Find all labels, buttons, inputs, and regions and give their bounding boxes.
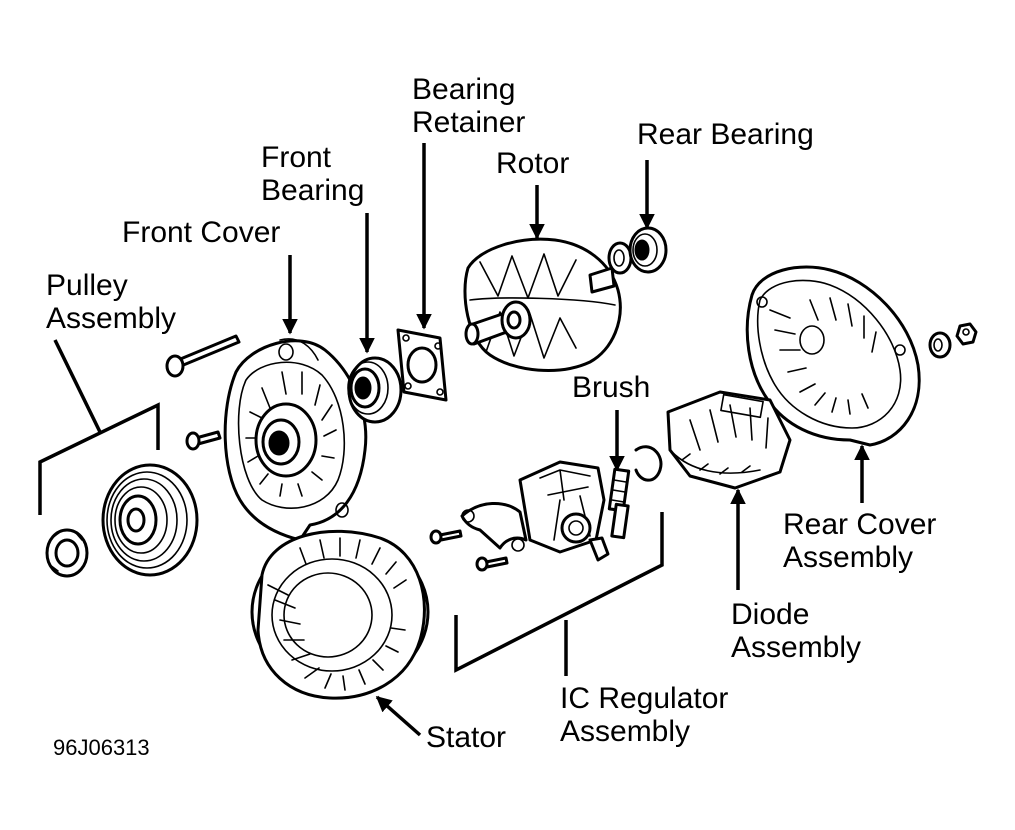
- ic-regulator-screws: [429, 529, 509, 572]
- rear-bearing: [607, 226, 668, 275]
- ic-regulator-bracket: [454, 512, 664, 673]
- ic-regulator-assembly-label: IC Regulator Assembly: [560, 682, 729, 748]
- rear-cover-nut: [928, 322, 978, 359]
- pulley-nut: [45, 528, 89, 578]
- front-bearing: [347, 356, 403, 424]
- leader-lines: [38, 143, 870, 737]
- front-cover-screw: [185, 430, 222, 451]
- stator: [250, 529, 430, 700]
- pulley-assembly-bracket: [38, 402, 160, 515]
- rotor: [463, 237, 622, 372]
- rotor-label: Rotor: [496, 147, 570, 180]
- front-bearing-label: Front Bearing: [261, 141, 365, 207]
- front-cover-label: Front Cover: [122, 216, 281, 249]
- pulley: [101, 463, 199, 577]
- diode-assembly-label: Diode Assembly: [731, 598, 862, 664]
- front-cover-bolt: [165, 334, 241, 378]
- rear-cover-assembly-label: Rear Cover Assembly: [783, 508, 937, 574]
- ic-regulator-terminal-plate: [460, 501, 528, 552]
- figure-code: 96J06313: [53, 735, 150, 760]
- ic-regulator: [518, 460, 610, 562]
- rear-cover-assembly: [745, 265, 921, 447]
- pulley-assembly-leader: [53, 339, 102, 433]
- stator-arrow: [375, 695, 422, 737]
- bearing-retainer: [396, 328, 448, 402]
- rear-bearing-label: Rear Bearing: [637, 118, 814, 151]
- brush: [607, 467, 631, 540]
- brush-label: Brush: [572, 371, 651, 404]
- brush-clip: [634, 445, 663, 482]
- bearing-retainer-label: Bearing Retainer: [412, 73, 526, 139]
- diode-assembly: [666, 390, 792, 490]
- pulley-assembly-label: Pulley Assembly: [46, 269, 177, 335]
- front-cover: [223, 338, 368, 542]
- stator-label: Stator: [426, 721, 507, 754]
